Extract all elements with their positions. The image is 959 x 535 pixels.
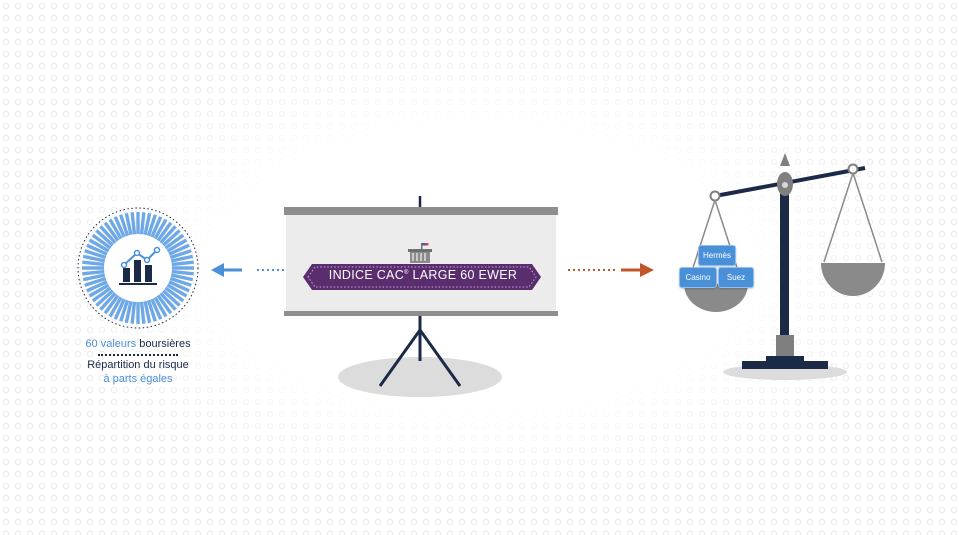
ray [113,298,126,320]
banner-prefix: INDICE CAC [328,268,405,282]
ray [168,280,190,293]
ray [170,254,194,263]
ray [156,221,173,242]
ray [166,283,188,298]
ray [143,212,152,236]
ray [153,296,168,318]
ray [171,260,194,267]
ray [169,276,192,287]
projection-screen [284,196,558,397]
ray [95,229,114,247]
caption-line-3: à parts égales [103,373,173,385]
ray [82,260,105,267]
ray [86,243,108,256]
ray [164,233,185,250]
ray [156,294,173,315]
index-banner-label: INDICE CAC® LARGE 60 EWER [316,268,530,282]
balance-scale-icon [684,153,885,380]
ray [146,214,157,237]
ray [166,238,188,253]
ray [95,289,114,307]
ray [159,225,177,244]
ray [119,299,130,322]
ray [150,298,163,320]
caption-line-2: Répartition du risque [87,359,189,371]
caption-count: 60 valeurs [85,338,137,350]
bar-icon [134,260,141,282]
ray [84,276,107,287]
ray [88,283,110,298]
ray-ring [82,212,194,324]
ray [82,273,106,282]
ray [130,212,137,235]
ray [86,280,108,293]
ray [159,292,177,311]
ray [108,218,123,240]
ray [153,218,168,240]
ray [171,269,194,276]
ray [108,296,123,318]
right-arrow-icon [568,263,654,277]
ray [169,249,192,260]
index-banner [303,264,541,290]
ray [88,238,110,253]
left-arrow-icon [211,263,284,277]
ray [99,292,117,311]
chart-medallion-icon [77,207,199,329]
ray [164,286,185,303]
ray [150,216,163,238]
ray [139,212,146,235]
banner-suffix: LARGE 60 EWER [412,268,518,282]
caption-divider [98,354,178,356]
tag-suez: Suez [718,267,754,288]
ray [91,233,112,250]
ray [143,300,152,324]
left-caption: 60 valeurs boursières Répartition du ris… [62,337,214,386]
ray [82,269,105,276]
bar-icon [145,265,152,282]
ray [113,216,126,238]
ray [103,294,120,315]
ray [82,254,106,263]
caption-line-1: 60 valeurs boursières [62,337,214,351]
ray [162,229,181,247]
ray [91,286,112,303]
ray [139,301,146,324]
tag-casino: Casino [679,267,717,288]
ray [162,289,181,307]
ray [146,299,157,322]
ray [119,214,130,237]
ray [84,249,107,260]
stock-exchange-icon [408,243,432,263]
bar-icon [123,268,130,282]
ray [124,212,133,236]
ray [103,221,120,242]
ray [170,273,194,282]
registered-mark: ® [404,269,409,276]
ray [99,225,117,244]
tag-hermes: Hermès [698,245,736,266]
ray [168,243,190,256]
caption-stocks: boursières [139,338,191,350]
ray [130,301,137,324]
ray [124,300,133,324]
